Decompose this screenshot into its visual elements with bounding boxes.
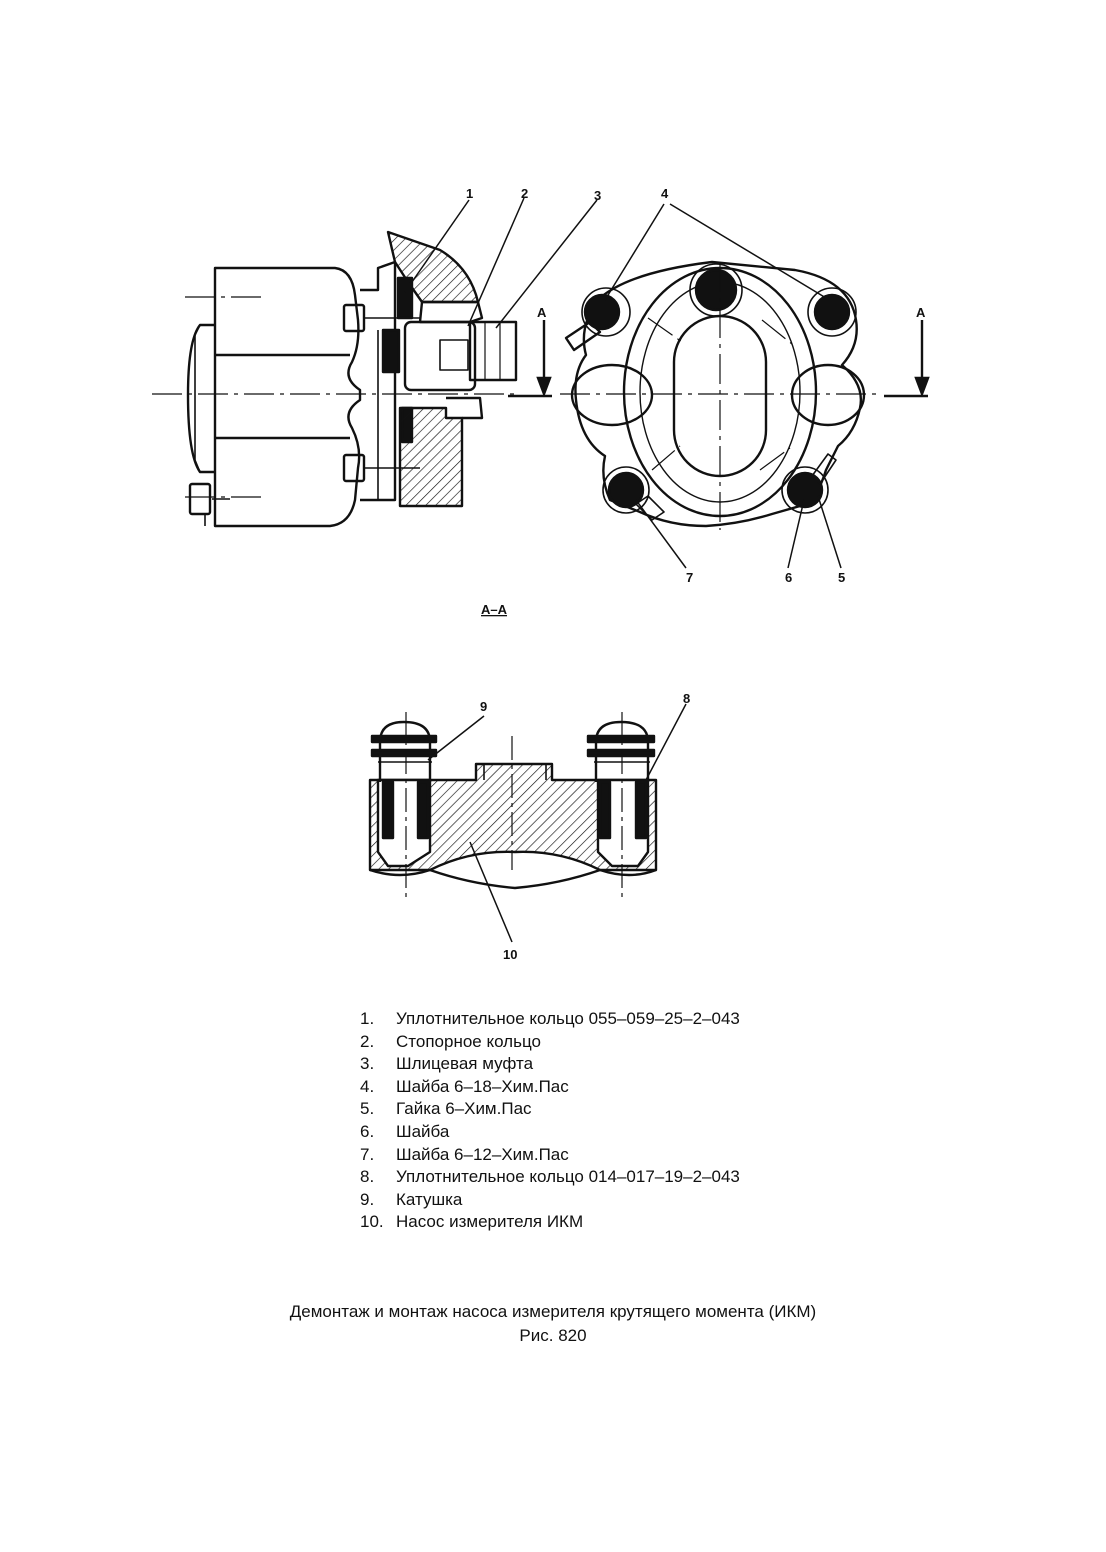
- section-view-centerlines: [405, 712, 623, 898]
- callout-10: 10: [503, 947, 517, 962]
- legend-text: Шлицевая муфта: [396, 1054, 534, 1074]
- side-view-centerlines: [152, 296, 520, 498]
- front-view-leaders: [604, 203, 842, 569]
- section-view-leaders: [427, 703, 687, 943]
- legend-number: 7.: [360, 1144, 375, 1164]
- caption-title: Демонтаж и монтаж насоса измерителя крут…: [289, 1302, 817, 1321]
- legend-item: 4. Шайба 6–18–Хим.Пас: [360, 1076, 740, 1099]
- side-view-leaders: [404, 197, 598, 329]
- caption-figure-number: Рис. 820: [519, 1326, 587, 1345]
- legend-number: 5.: [360, 1099, 375, 1119]
- section-title: А–А: [481, 602, 508, 617]
- callout-5: 5: [838, 570, 845, 585]
- front-view-centerlines: [560, 262, 880, 530]
- section-mark-left: А: [537, 305, 547, 320]
- callout-3: 3: [594, 188, 601, 203]
- side-view: [186, 230, 518, 528]
- legend-text: Уплотнительное кольцо 014–017–19–2–043: [396, 1167, 740, 1187]
- callout-8: 8: [683, 691, 690, 706]
- legend-text: Уплотнительное кольцо 055–059–25–2–043: [396, 1009, 740, 1028]
- legend-text: Шайба: [396, 1121, 450, 1141]
- callout-9: 9: [480, 699, 487, 714]
- callout-2: 2: [521, 186, 528, 201]
- legend-text: Катушка: [396, 1189, 463, 1209]
- callout-6: 6: [785, 570, 792, 585]
- legend-item: 7. Шайба 6–12–Хим.Пас: [360, 1144, 740, 1167]
- parts-legend: 1. Уплотнительное кольцо 055–059–25–2–043…: [360, 1008, 740, 1234]
- legend-number: 4.: [360, 1076, 375, 1096]
- section-view: [368, 720, 658, 890]
- legend-number: 1.: [360, 1009, 375, 1028]
- legend-item: 10. Насос измерителя ИКМ: [360, 1211, 740, 1234]
- legend-number: 9.: [360, 1189, 375, 1209]
- legend-text: Насос измерителя ИКМ: [396, 1212, 584, 1232]
- legend-item: 2. Стопорное кольцо: [360, 1031, 740, 1054]
- legend-number: 3.: [360, 1054, 375, 1074]
- callout-4: 4: [661, 186, 669, 201]
- legend-text: Гайка 6–Хим.Пас: [396, 1099, 532, 1119]
- legend-text: Шайба 6–18–Хим.Пас: [396, 1076, 569, 1096]
- legend-item: 6. Шайба: [360, 1121, 740, 1144]
- legend-text: Шайба 6–12–Хим.Пас: [396, 1144, 569, 1164]
- legend-item: 5. Гайка 6–Хим.Пас: [360, 1098, 740, 1121]
- legend-number: 2.: [360, 1031, 375, 1051]
- legend-item: 8. Уплотнительное кольцо 014–017–19–2–043: [360, 1166, 740, 1189]
- figure-caption: Демонтаж и монтаж насоса измерителя крут…: [0, 1300, 1106, 1348]
- legend-item: 1. Уплотнительное кольцо 055–059–25–2–043: [360, 1008, 740, 1031]
- section-mark-right: А: [916, 305, 926, 320]
- legend-item: 3. Шлицевая муфта: [360, 1053, 740, 1076]
- section-cut-marks: [508, 320, 930, 398]
- callout-7: 7: [686, 570, 693, 585]
- legend-number: 6.: [360, 1121, 375, 1141]
- legend-item: 9. Катушка: [360, 1189, 740, 1212]
- callout-1: 1: [466, 186, 473, 201]
- legend-number: 10.: [360, 1212, 384, 1232]
- legend-text: Стопорное кольцо: [396, 1031, 541, 1051]
- legend-number: 8.: [360, 1167, 375, 1187]
